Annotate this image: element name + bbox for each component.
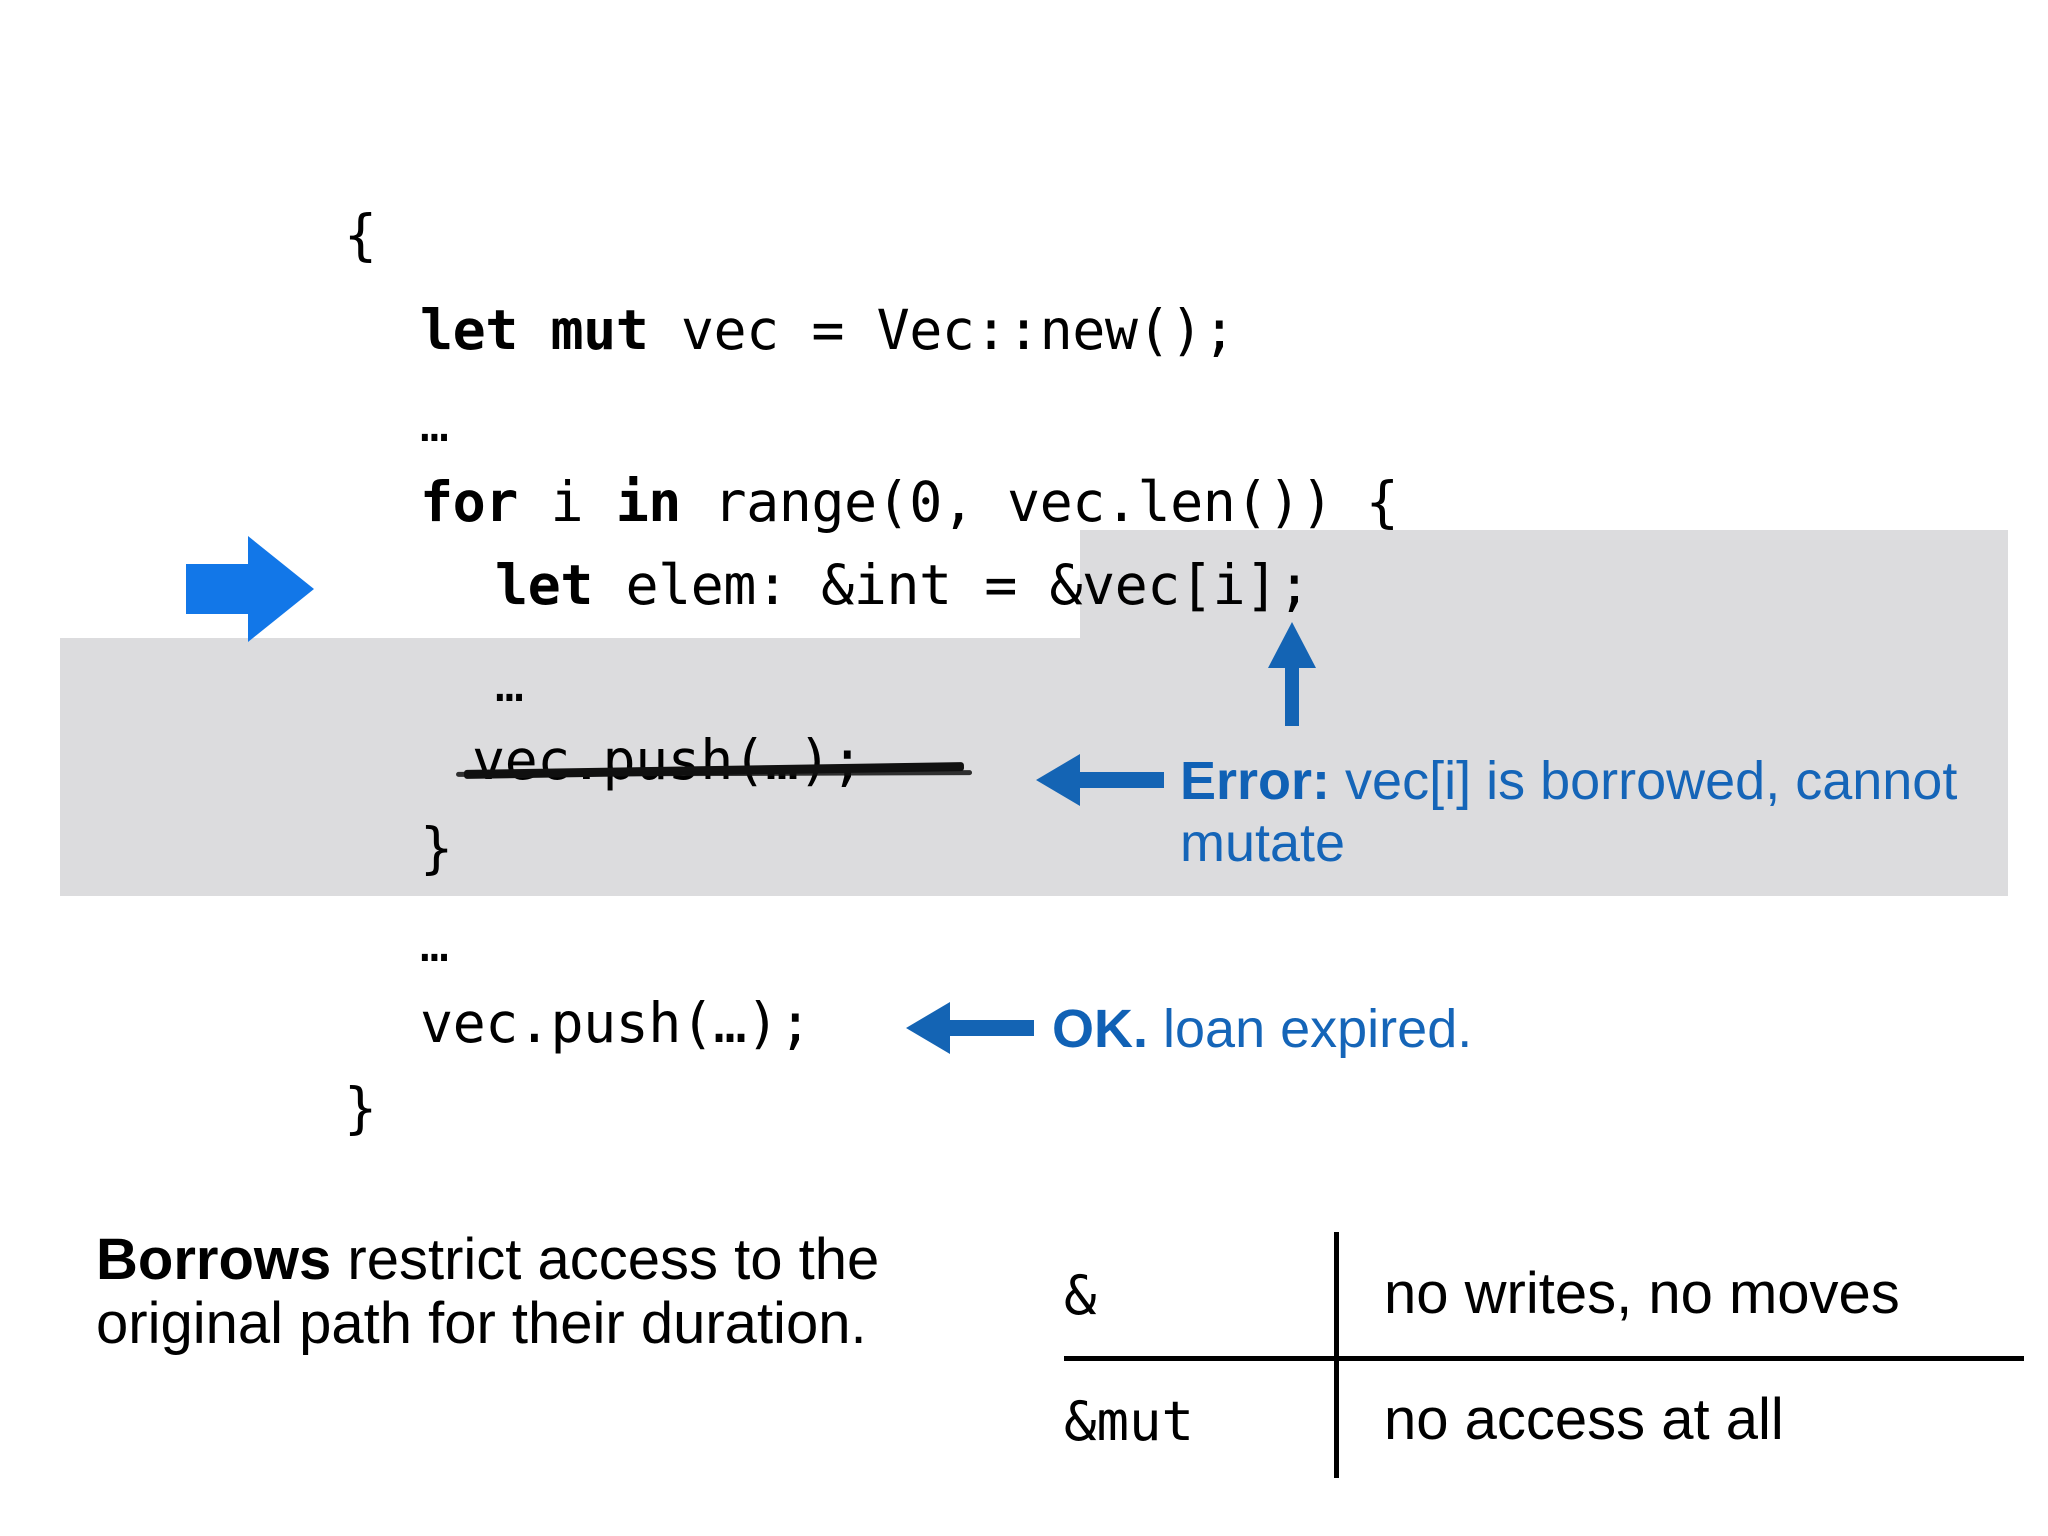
arrow-left-icon xyxy=(906,1002,1034,1054)
annotation-ok: OK. loan expired. xyxy=(1052,998,1752,1060)
borrow-rules-table: & no writes, no moves &mut no access at … xyxy=(1064,1232,2024,1478)
keyword-in: in xyxy=(615,470,682,534)
borrow-expression: &vec[i]; xyxy=(1049,553,1311,617)
code-line-let-elem: let elem: &int = &vec[i]; xyxy=(495,553,1311,617)
code-line-for: for i in range(0, vec.len()) { xyxy=(420,470,1399,534)
annotation-error-label: Error: xyxy=(1180,751,1331,811)
keyword-for: for xyxy=(420,470,518,534)
keyword-mut: mut xyxy=(550,298,649,362)
code-line-ellipsis-inner: … xyxy=(495,657,524,713)
let-elem-middle: elem: &int = xyxy=(592,553,1050,617)
keyword-let: let xyxy=(420,298,518,362)
annotation-error: Error: vec[i] is borrowed, cannot mutate xyxy=(1180,750,2020,874)
code-line-ellipsis-top: … xyxy=(420,397,449,453)
summary-rest: restrict access to the original path for… xyxy=(96,1227,880,1356)
table-horizontal-divider xyxy=(1064,1356,2024,1361)
keyword-let-elem: let xyxy=(495,553,593,617)
code-line-close-brace-outer: } xyxy=(344,1076,377,1140)
table-row: &mut xyxy=(1064,1390,1195,1453)
arrow-right-icon xyxy=(186,536,314,642)
summary-lead: Borrows xyxy=(96,1227,332,1292)
table-row: no access at all xyxy=(1384,1387,1784,1452)
for-middle: i xyxy=(517,470,616,534)
space-1 xyxy=(518,298,551,362)
code-block: { let mut vec = Vec::new(); … for i in r… xyxy=(0,0,2048,1160)
annotation-error-text: vec[i] is borrowed, cannot mutate xyxy=(1180,751,1958,873)
code-line-close-brace-inner: } xyxy=(420,816,453,880)
summary-paragraph: Borrows restrict access to the original … xyxy=(96,1228,996,1356)
table-row: no writes, no moves xyxy=(1384,1261,1900,1326)
highlight-band-borrow-start xyxy=(1080,530,2008,640)
code-line-vec-push-struck: vec.push(…); xyxy=(472,728,864,792)
code-line-let-mut: let mut vec = Vec::new(); xyxy=(420,298,1236,362)
annotation-ok-text: loan expired. xyxy=(1148,999,1473,1059)
highlight-band-borrow-region xyxy=(60,638,2008,896)
for-remainder: range(0, vec.len()) { xyxy=(680,470,1399,534)
arrow-left-icon xyxy=(1036,754,1164,806)
code-line-vec-push-ok: vec.push(…); xyxy=(420,991,812,1055)
code-line-ellipsis-outer: … xyxy=(420,917,449,973)
table-vertical-divider xyxy=(1334,1232,1339,1478)
table-row: & xyxy=(1064,1264,1097,1327)
arrow-up-icon xyxy=(1268,622,1316,726)
annotation-ok-label: OK. xyxy=(1052,999,1149,1059)
code-line-open-brace: { xyxy=(344,203,377,267)
let-mut-remainder: vec = Vec::new(); xyxy=(648,298,1236,362)
